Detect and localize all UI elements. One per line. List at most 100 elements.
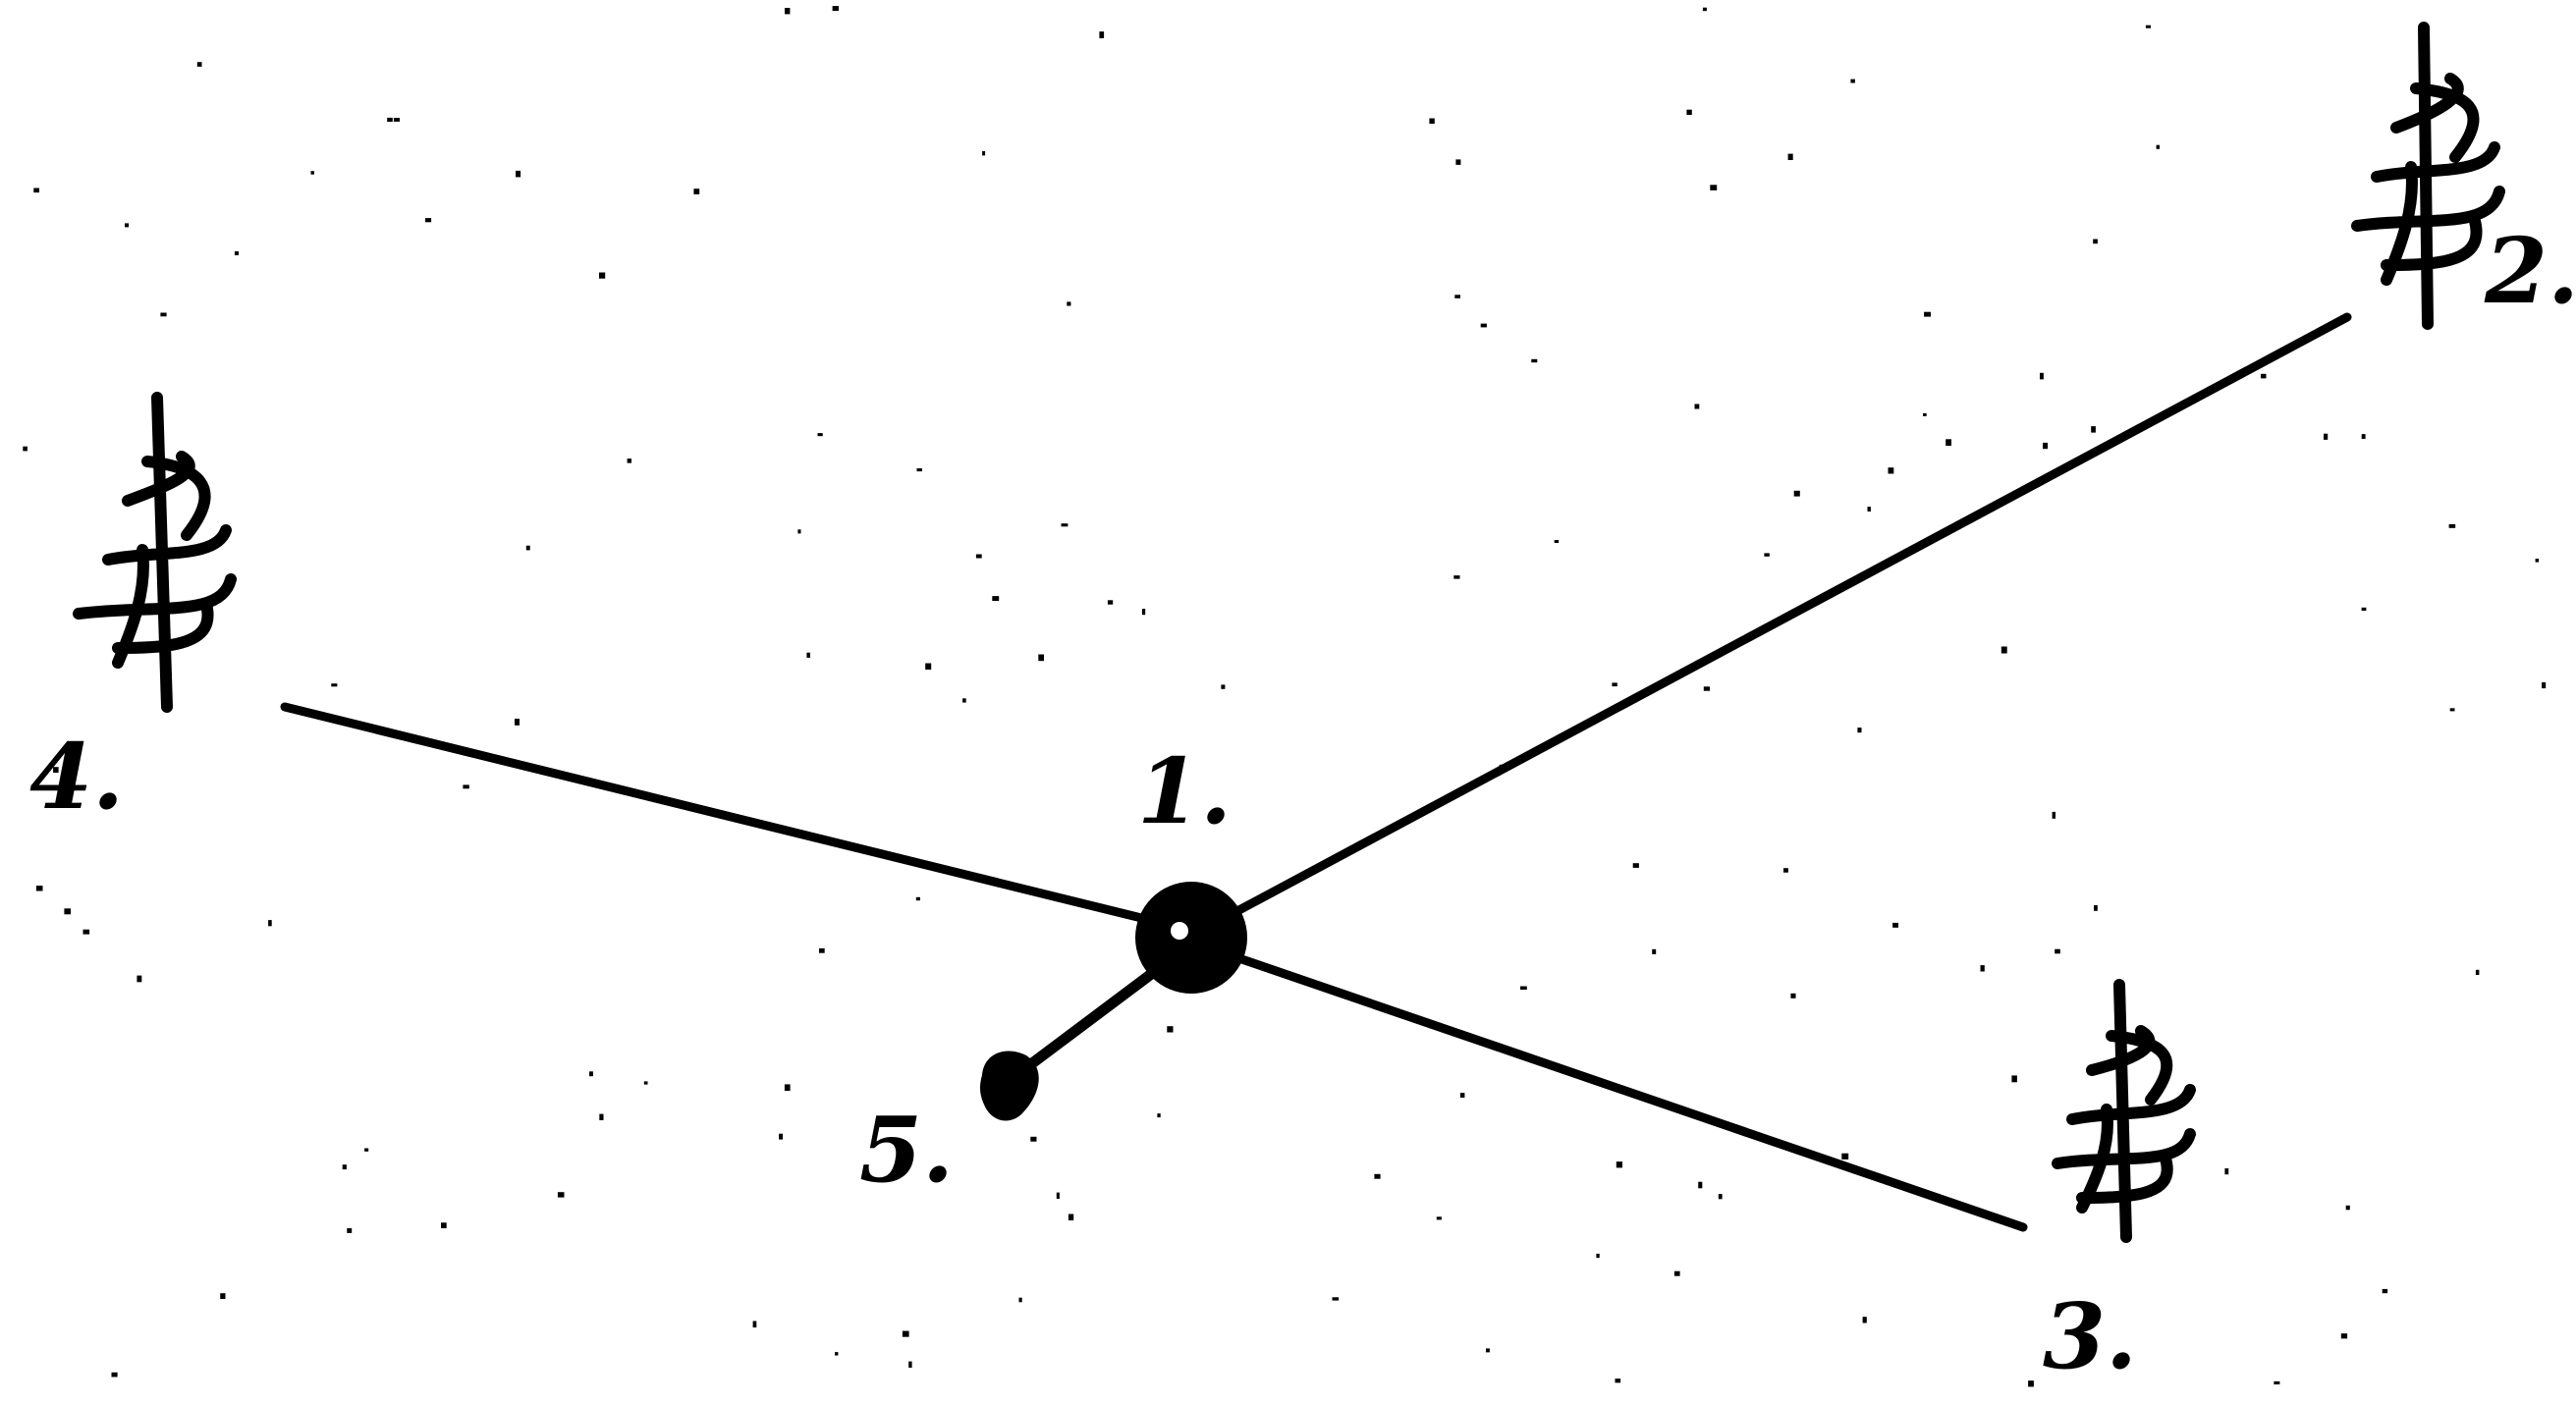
speckle [1946,439,1951,446]
speckle [1067,301,1070,305]
speckle [1698,1182,1702,1189]
speckle [1674,1271,1680,1276]
speckle [992,596,999,601]
speckle [220,1293,225,1299]
node-label-2: 2. [2485,226,2576,316]
tree-icon [2057,985,2190,1237]
speckle [1850,80,1855,83]
speckle [268,920,272,926]
speckle [1437,1216,1442,1219]
speckle [2043,443,2048,449]
speckle [1923,413,1927,416]
speckle [2091,426,2096,433]
speckle [2542,682,2546,688]
speckle [36,886,43,890]
speckle [1633,863,1639,868]
speckle [1788,154,1793,160]
edge-1-4 [285,707,1193,931]
speckle [23,447,27,452]
speckle [2001,647,2007,654]
speckle [2449,524,2456,528]
speckle [1889,467,1894,473]
speckle [1030,1137,1036,1142]
speckle [753,1322,757,1328]
speckle [364,1149,368,1152]
speckle [785,8,790,14]
speckle [1333,1297,1340,1300]
speckle [1038,655,1044,662]
speckle [1142,609,1145,615]
speckle [818,433,823,436]
speckle [819,948,825,953]
speckle [1857,728,1861,732]
speckle [526,546,530,551]
speckle [835,1352,838,1356]
speckle [1454,295,1460,298]
speckle [1892,923,1898,928]
speckle [112,1373,118,1377]
speckle [2261,374,2267,379]
speckle [982,151,985,156]
speckle [387,118,393,122]
speckle [628,459,631,463]
speckle [1108,600,1113,604]
edge-1-2 [1193,317,2347,935]
speckle [693,189,699,194]
speckle [2362,434,2366,439]
speckle [160,313,166,317]
speckle [1783,868,1788,873]
speckle [441,1222,447,1228]
speckle [1019,1298,1022,1303]
speckle [235,251,239,255]
speckle [2274,1381,2279,1384]
speckle [1704,686,1710,690]
speckle [1157,1113,1160,1117]
speckle [2324,434,2328,440]
speckle [347,1228,352,1233]
speckle [2028,1380,2034,1386]
node-label-1: 1. [1137,746,1232,836]
speckle [2362,608,2367,611]
speckle [1612,682,1617,686]
speckle [962,698,966,702]
speckle [1617,1161,1622,1167]
speckle [1719,1194,1723,1199]
speckle [2383,1289,2387,1293]
speckle [1374,1174,1380,1179]
speckle [1167,1026,1173,1032]
speckle [425,218,431,222]
speckle [2040,373,2044,380]
speckle [516,171,521,178]
speckle [1710,185,1717,190]
speckle [917,468,922,471]
speckle [1486,1348,1490,1352]
speckle [1099,31,1104,38]
speckle [2157,145,2160,149]
speckle [1841,1154,1848,1160]
speckle [644,1081,648,1084]
speckle [908,1362,911,1369]
speckle [1429,119,1434,125]
speckle [197,62,202,67]
speckle [2224,1168,2228,1174]
speckle [2341,1333,2347,1338]
speckle [1555,540,1559,543]
speckle [599,273,605,279]
speckle [1652,949,1656,954]
speckle [976,555,982,559]
edge-lines [285,317,2347,1227]
speckle [1460,1093,1465,1098]
speckle [2093,240,2098,244]
speckle [797,529,800,533]
speckle [1616,1378,1621,1382]
speckle [916,897,920,900]
speckle [311,171,314,175]
node-label-3: 3. [2043,1291,2137,1381]
speckle [2476,970,2480,975]
speckle [1455,159,1460,165]
speckle [1481,324,1487,328]
speckle [515,719,520,726]
speckle [2536,559,2540,563]
